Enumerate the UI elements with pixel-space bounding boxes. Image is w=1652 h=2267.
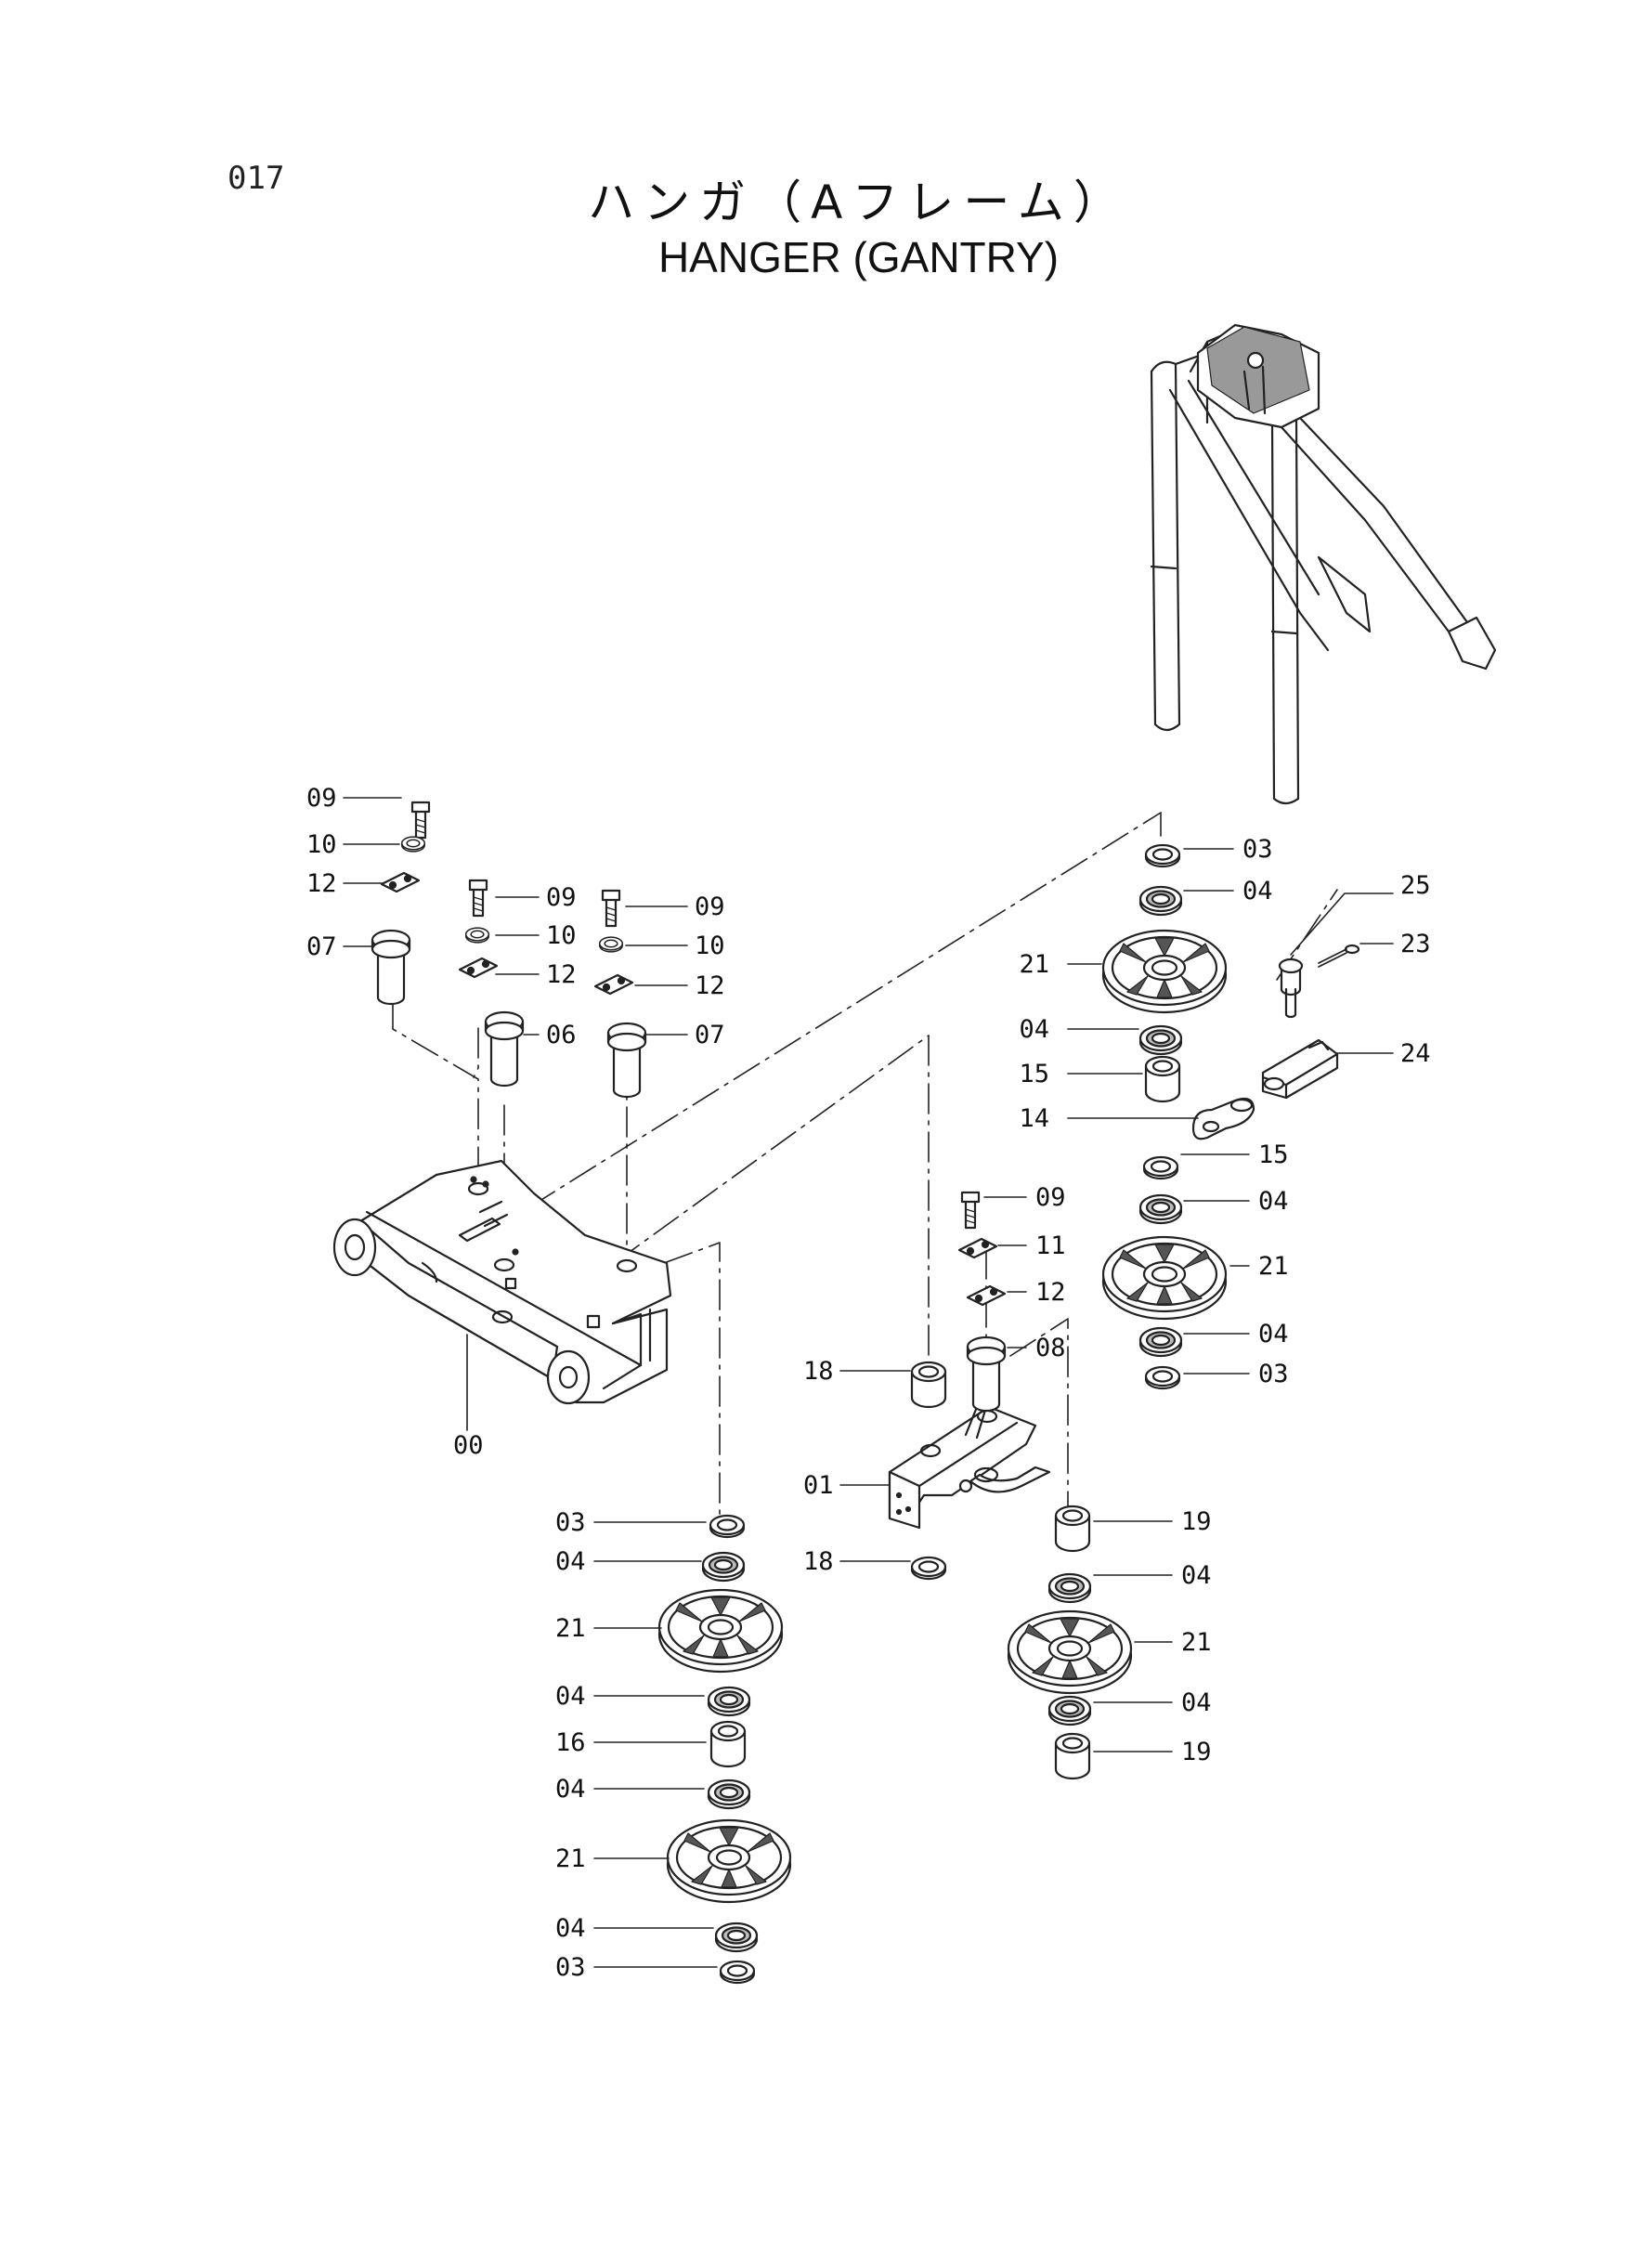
callout-label-07: 07: [695, 1021, 725, 1049]
callout-label-04: 04: [555, 1682, 586, 1711]
callout-label-21: 21: [1258, 1252, 1289, 1281]
hardware-stack-center: [458, 879, 525, 1088]
link-assembly: [1191, 944, 1360, 1140]
callout-label-00: 00: [453, 1431, 484, 1460]
callout-label-04: 04: [555, 1547, 586, 1576]
callout-label-19: 19: [1181, 1738, 1212, 1766]
callout-label-08: 08: [1035, 1334, 1066, 1362]
assembly-centerlines: [392, 812, 1338, 1524]
callout-label-03: 03: [1242, 835, 1273, 864]
callout-label-04: 04: [1181, 1688, 1212, 1717]
callout-label-12: 12: [546, 960, 577, 989]
callout-label-12: 12: [695, 971, 725, 1000]
callout-label-12: 12: [306, 869, 337, 898]
callout-label-21: 21: [555, 1844, 586, 1873]
callout-label-04: 04: [555, 1775, 586, 1804]
callout-label-19: 19: [1181, 1507, 1212, 1536]
callout-label-03: 03: [1258, 1360, 1289, 1388]
callout-label-04: 04: [1258, 1187, 1289, 1216]
hardware-stack-right: [593, 889, 647, 1099]
callout-label-09: 09: [695, 892, 725, 921]
callout-labels: 09 10 12 07 09 10 12 06 09 10 12 07 00 03 04 21 04 16 04 21…: [306, 784, 1431, 1982]
title-english: HANGER (GANTRY): [657, 233, 1060, 281]
callout-label-04: 04: [1242, 877, 1273, 905]
callout-label-21: 21: [1181, 1628, 1212, 1657]
callout-label-03: 03: [555, 1508, 586, 1537]
callout-label-15: 15: [1019, 1060, 1049, 1088]
callout-label-09: 09: [546, 883, 577, 912]
callout-label-15: 15: [1258, 1140, 1289, 1169]
callout-label-23: 23: [1400, 930, 1431, 958]
hanger-frame: [332, 1159, 672, 1405]
callout-label-21: 21: [555, 1614, 586, 1643]
callout-label-21: 21: [1019, 950, 1049, 979]
callout-label-10: 10: [306, 830, 337, 859]
callout-leader-25: [1290, 892, 1394, 956]
callout-label-04: 04: [1181, 1561, 1212, 1590]
callout-label-04: 04: [1258, 1320, 1289, 1348]
hardware-stack-left: [371, 801, 431, 1006]
sheave-stack-left: [657, 1514, 792, 1985]
hardware-stack-bracket: [910, 1191, 1007, 1581]
callout-label-24: 24: [1400, 1039, 1431, 1068]
callout-label-04: 04: [555, 1914, 586, 1943]
gantry-frame: [1150, 323, 1497, 805]
callout-label-04: 04: [1019, 1015, 1049, 1044]
callout-label-01: 01: [803, 1471, 834, 1500]
callout-label-10: 10: [695, 932, 725, 960]
callout-label-11: 11: [1035, 1231, 1066, 1260]
callout-label-10: 10: [546, 921, 577, 950]
callout-label-09: 09: [1035, 1183, 1066, 1212]
callout-label-18: 18: [803, 1357, 834, 1386]
page-number: 017: [228, 160, 285, 197]
callout-label-09: 09: [306, 784, 337, 813]
callout-label-18: 18: [803, 1547, 834, 1576]
callout-label-06: 06: [546, 1021, 577, 1049]
sheave-bracket: [888, 1391, 1051, 1530]
title-japanese: ハンガ（Aフレーム）: [588, 176, 1129, 229]
callout-label-14: 14: [1019, 1104, 1049, 1133]
callout-label-03: 03: [555, 1953, 586, 1982]
sheave-stack-middle: [1007, 1505, 1133, 1780]
callout-label-12: 12: [1035, 1278, 1066, 1307]
callout-label-25: 25: [1400, 871, 1431, 900]
callout-label-16: 16: [555, 1728, 586, 1757]
callout-label-07: 07: [306, 932, 337, 961]
